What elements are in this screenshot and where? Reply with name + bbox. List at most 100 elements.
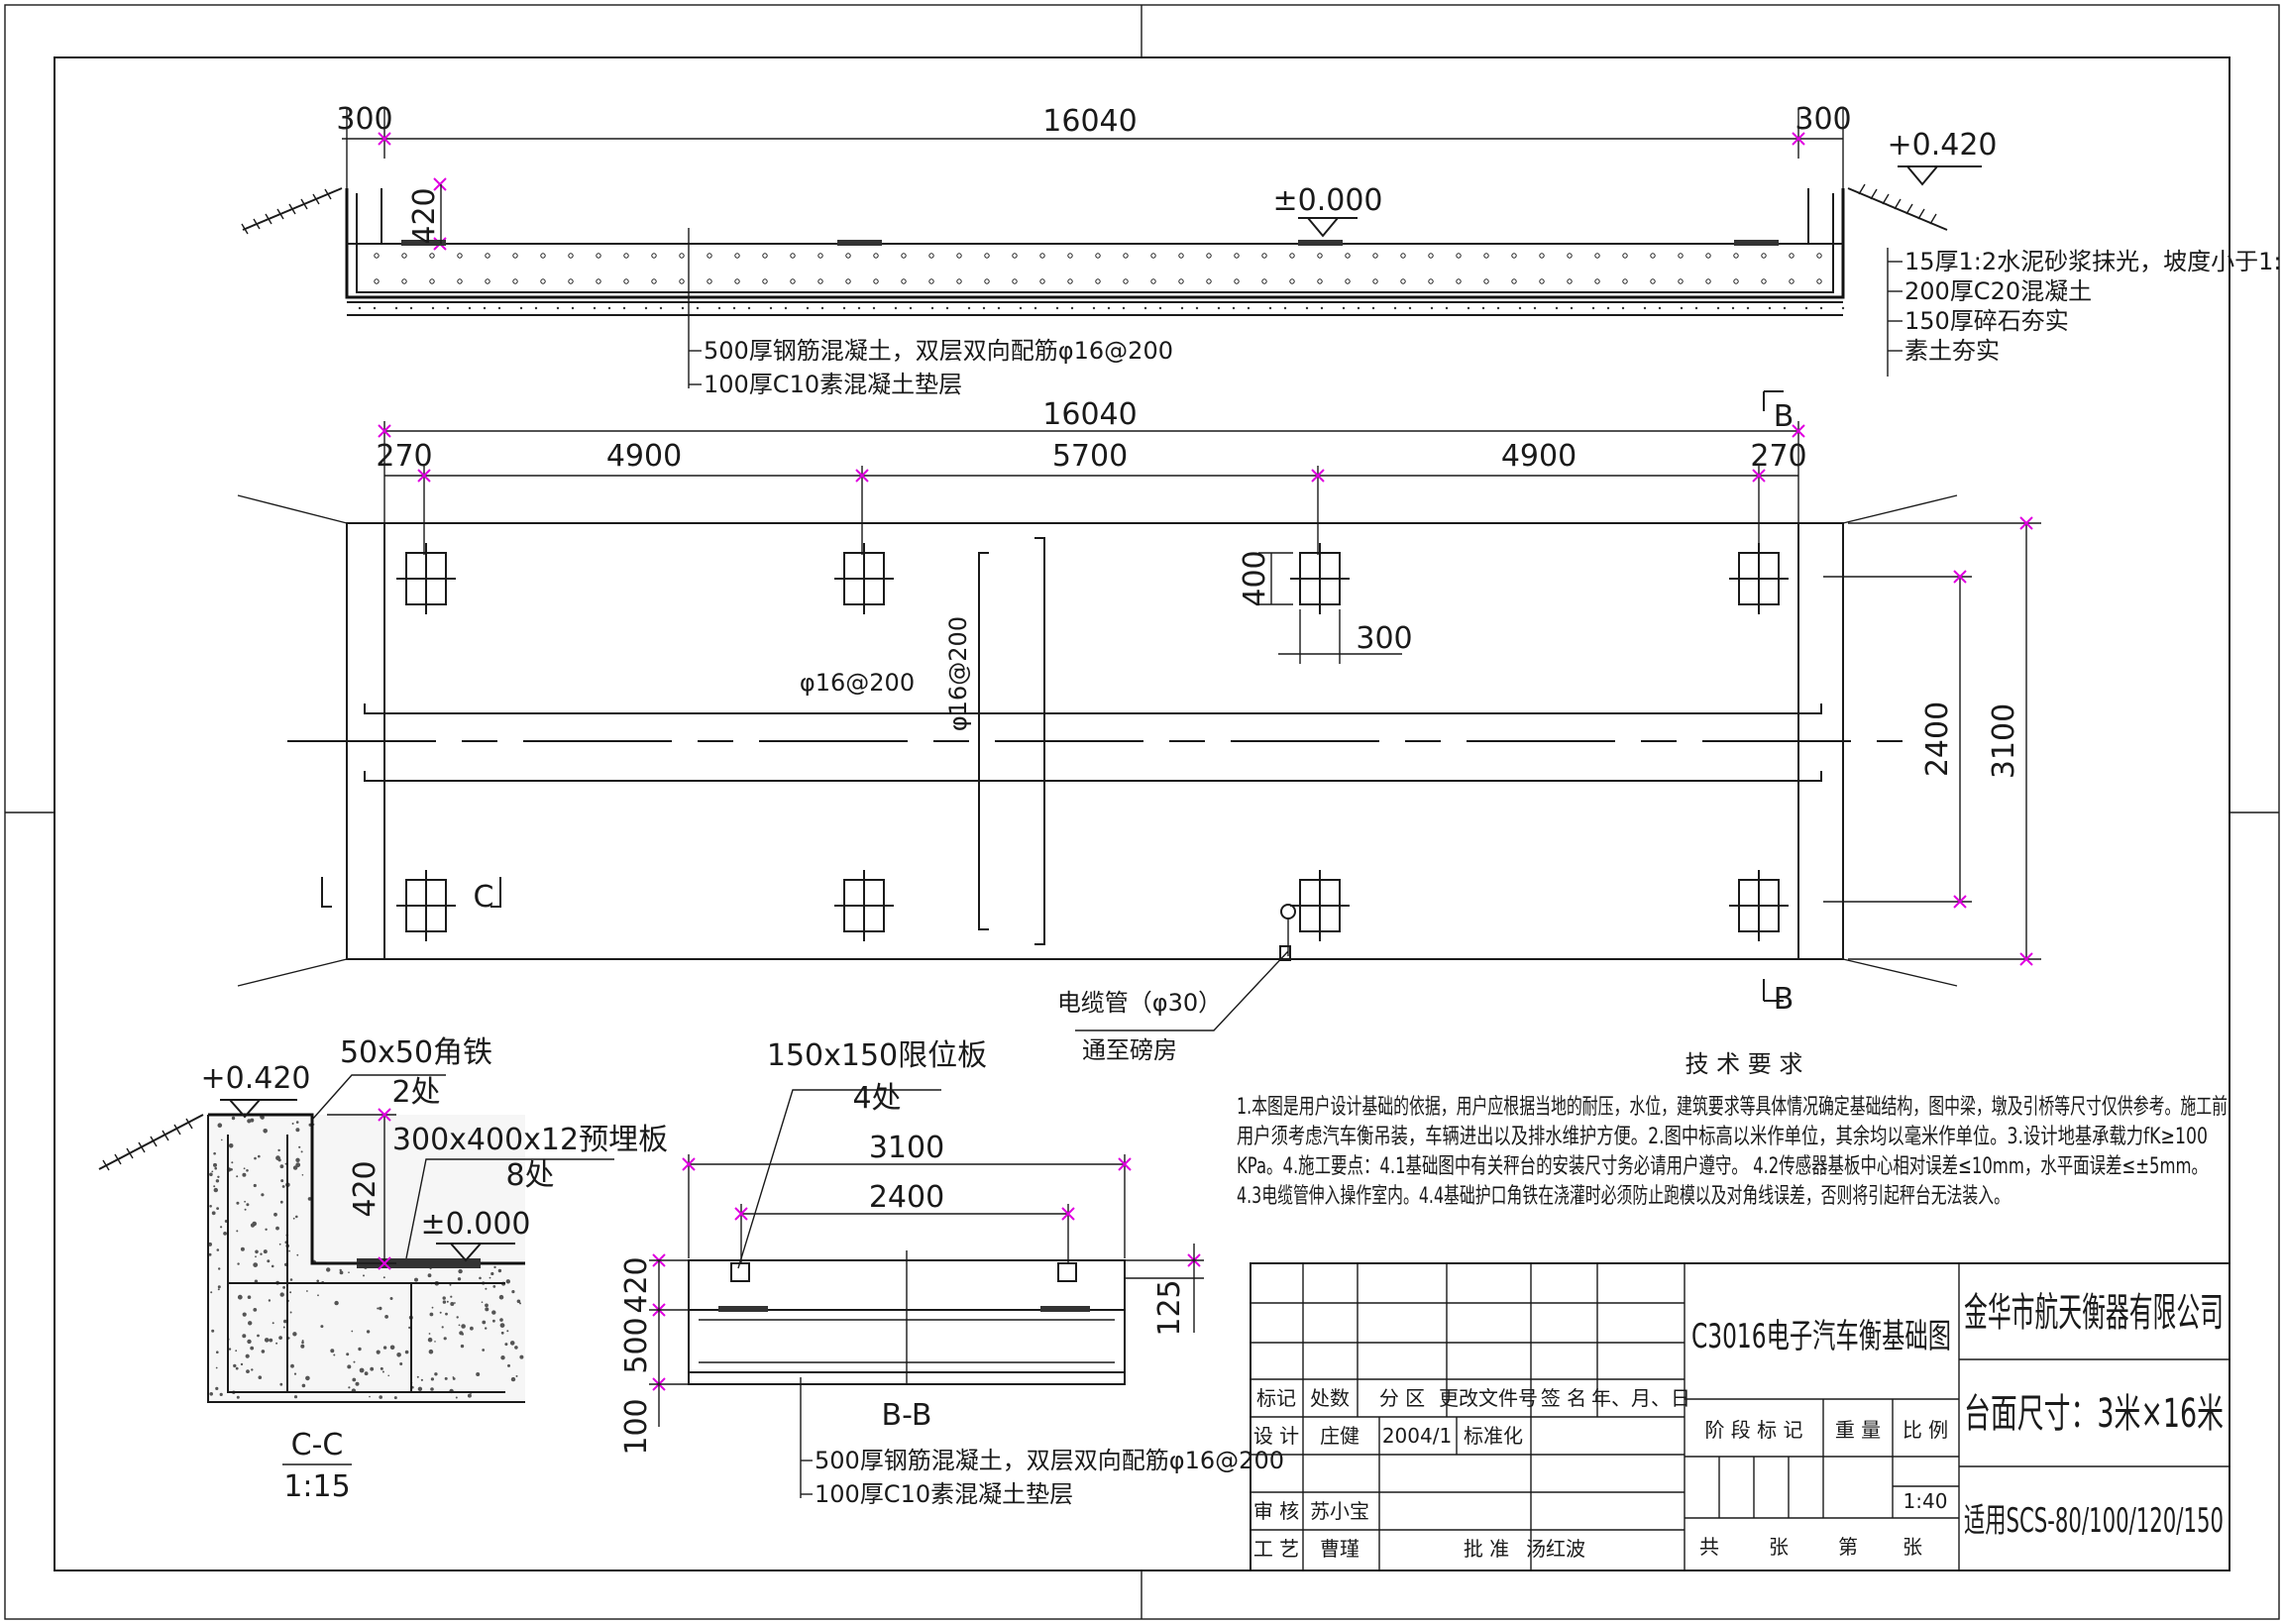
rebar-dot [1317,253,1323,259]
concrete-speckle [444,1376,448,1380]
bedding-dot [1283,306,1287,310]
cc-angle-iron-qty: 2处 [391,1075,440,1110]
concrete-speckle [218,1267,221,1270]
concrete-speckle [253,1308,258,1312]
concrete-speckle [292,1332,297,1337]
concrete-speckle [295,1162,301,1168]
concrete-speckle [439,1311,442,1314]
rebar-dot [679,278,685,284]
concrete-speckle [279,1200,283,1204]
concrete-speckle [215,1179,220,1183]
concrete-speckle [330,1349,335,1353]
concrete-speckle [515,1374,518,1377]
bedding-dot [1481,306,1485,310]
plan-rebar-v: φ16@200 [944,616,972,731]
cc-top-level-mark [220,1099,297,1119]
rebar-dot [734,278,740,284]
concrete-speckle [428,1349,434,1354]
embed-plate-1 [401,240,446,246]
elev-level-zero: ±0.000 [1272,183,1382,218]
concrete-speckle [233,1363,237,1368]
bedding-dot [732,306,736,310]
top-level-mark [1898,165,1982,186]
rebar-dot [1123,278,1129,284]
concrete-speckle [353,1360,356,1363]
bedding-dot [659,306,663,310]
concrete-speckle [381,1370,384,1373]
bedding-dot [945,306,949,310]
concrete-speckle [430,1387,434,1391]
concrete-speckle [278,1243,281,1245]
concrete-speckle [210,1291,213,1294]
concrete-speckle [244,1200,247,1203]
rebar-dot [1483,278,1489,284]
review-label: 审 核 [1253,1499,1299,1523]
bedding-dot [1841,306,1845,310]
rebar-dot [762,278,768,284]
concrete-speckle [292,1217,295,1220]
plan-right-ticks [1953,516,2033,966]
scale-value: 1:40 [1903,1489,1948,1513]
bedding-dot [1768,306,1772,310]
rebar-dot [790,278,796,284]
plan-section-b-bottom: B [1774,982,1795,1017]
section-b-top-mark [1763,390,1784,411]
rebar-dot [1650,253,1656,259]
bedding-dot [1371,306,1375,310]
bedding-dot [1445,306,1449,310]
concrete-speckle [404,1350,409,1354]
concrete-speckle [334,1300,339,1306]
slab-note-2: 100厚C10素混凝土垫层 [704,371,962,398]
reviewer: 苏小宝 [1310,1499,1369,1523]
rebar-dot [1594,278,1600,284]
concrete-speckle [279,1382,283,1386]
concrete-speckle [293,1395,298,1399]
rebar-dot [1012,278,1018,284]
cable-leader [1075,919,1289,1031]
bedding-dot [769,306,773,310]
rebar-dot [1539,278,1545,284]
concrete-speckle [217,1285,221,1289]
bedding-dot [1591,306,1595,310]
bedding-dot [967,306,971,310]
concrete-speckle [236,1230,239,1233]
concrete-speckle [301,1383,306,1388]
bedding-dot [1694,306,1698,310]
concrete-speckle [255,1249,259,1254]
concrete-speckle [283,1319,287,1324]
concrete-speckle [223,1232,228,1236]
rebar-dot [568,253,574,259]
concrete-speckle [358,1347,362,1352]
bedding-dot [696,306,700,310]
concrete-speckle [292,1165,298,1170]
bedding-dot [1070,306,1074,310]
bedding-dot [1180,306,1184,310]
rebar-dot [845,253,851,259]
layer-2: 200厚C20混凝土 [1904,277,2092,305]
tech-line-2: 用户须考虑汽车衡吊装，车辆进出以及排水维护方便。2.图中标高以米作单位，其余均以… [1237,1125,2208,1149]
concrete-speckle [236,1201,240,1205]
concrete-speckle [280,1179,284,1183]
concrete-speckle [510,1376,516,1382]
concrete-speckle [279,1292,284,1297]
rebar-dot [1150,253,1156,259]
plan-view: 16040 270 4900 5700 4900 270 [237,390,2041,1064]
bedding-dot [556,306,560,310]
bedding-dot [519,306,523,310]
concrete-speckle [211,1170,214,1173]
concrete-speckle [242,1312,247,1317]
plan-seg-4: 4900 [1501,439,1577,474]
concrete-speckle [258,1375,263,1379]
concrete-speckle [460,1344,465,1349]
rev-h-4: 更改文件号 [1439,1386,1538,1410]
plate-w-dim [1278,609,1402,664]
concrete-speckle [248,1321,253,1326]
rebar-dot [1317,278,1323,284]
concrete-speckle [263,1129,269,1134]
concrete-speckle [351,1330,354,1333]
rebar-dot [1678,278,1684,284]
rebar-dot [707,253,712,259]
bedding-dot [1518,306,1522,310]
rebar-dot [1095,278,1101,284]
